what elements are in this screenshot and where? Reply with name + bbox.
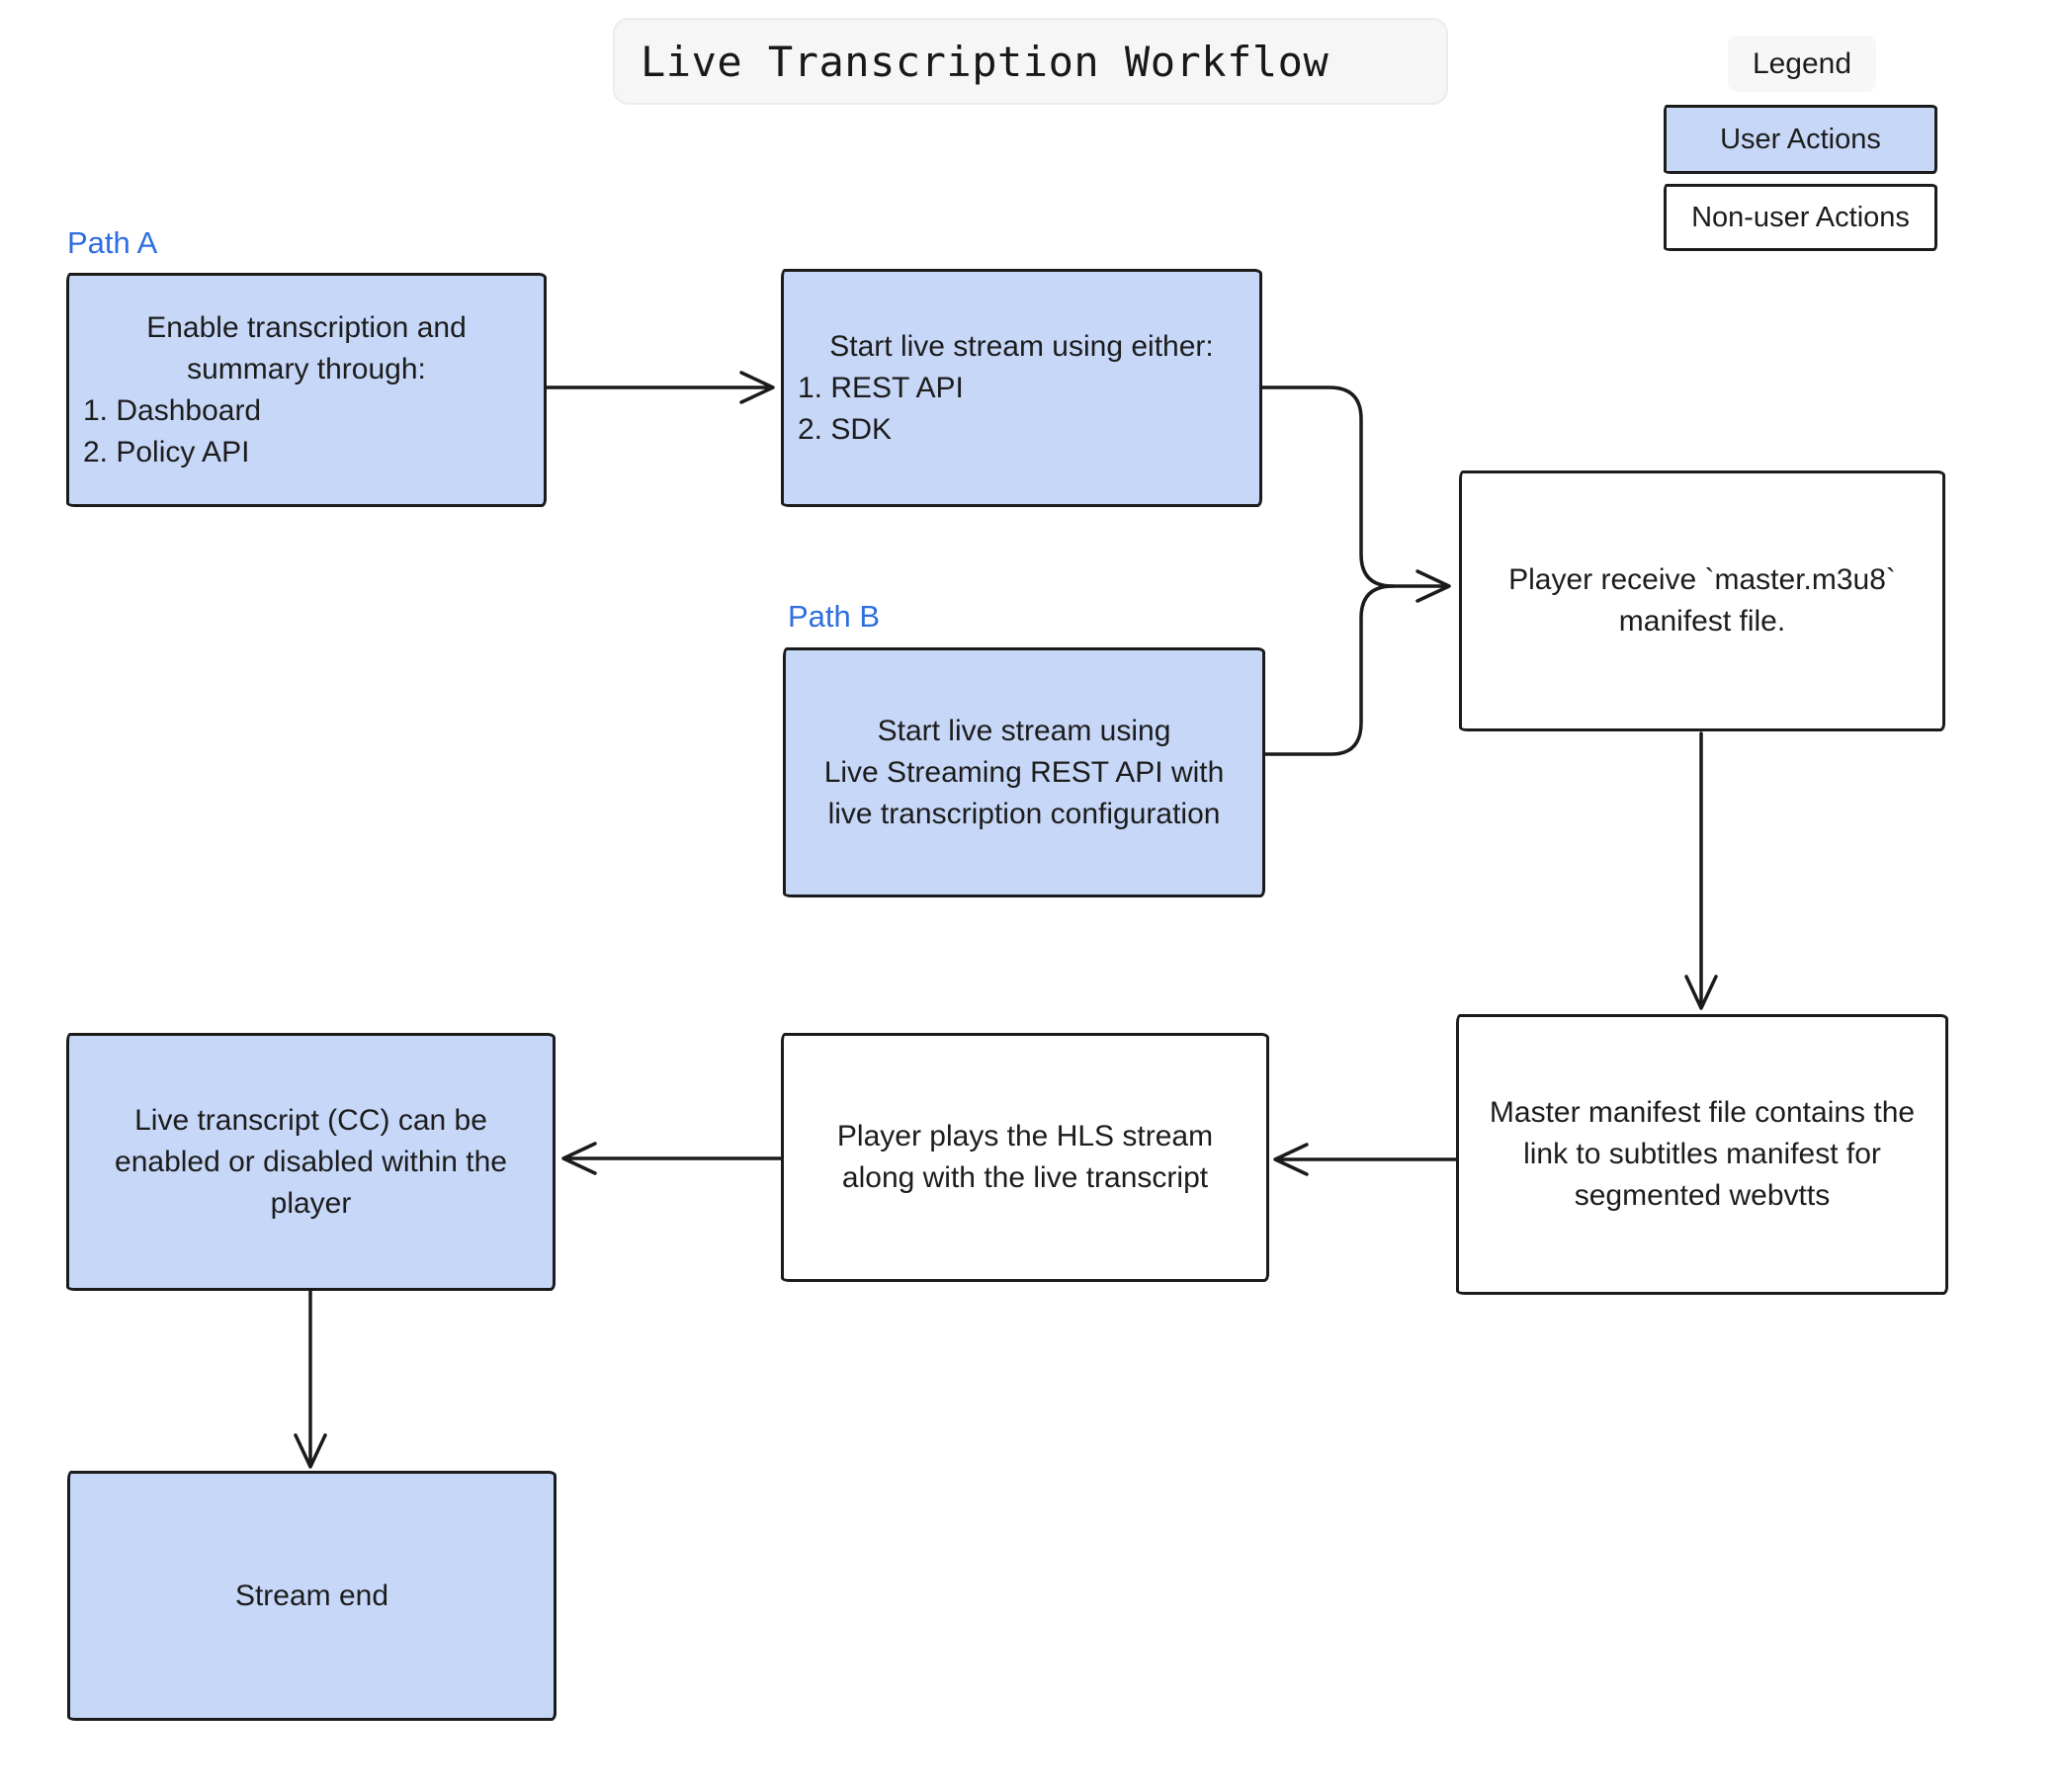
list-item: 2. SDK bbox=[798, 412, 893, 446]
node-stream-end-text: Stream end bbox=[234, 1579, 389, 1612]
legend-item-non-user-actions: Non-user Actions bbox=[1664, 184, 1937, 251]
node-enable-transcription-items: 1. Dashboard 2. Policy API bbox=[69, 390, 544, 473]
node-master-manifest-links: Master manifest file contains the link t… bbox=[1456, 1014, 1948, 1295]
arrow-enable-to-start-either bbox=[545, 371, 775, 404]
legend-title-text: Legend bbox=[1752, 46, 1852, 80]
diagram-title-text: Live Transcription Workflow bbox=[641, 37, 1329, 86]
node-start-stream-rest-api-text: Start live stream using Live Streaming R… bbox=[823, 714, 1225, 830]
legend-item-non-user-actions-label: Non-user Actions bbox=[1691, 201, 1910, 233]
node-cc-toggle-text: Live transcript (CC) can be enabled or d… bbox=[115, 1103, 507, 1220]
diagram-title: Live Transcription Workflow bbox=[613, 18, 1448, 105]
node-stream-end: Stream end bbox=[67, 1471, 557, 1721]
node-player-plays-stream-text: Player plays the HLS stream along with t… bbox=[836, 1120, 1214, 1194]
node-start-stream-either-items: 1. REST API 2. SDK bbox=[784, 368, 1259, 451]
arrow-cc-toggle-to-stream-end bbox=[294, 1289, 327, 1469]
node-cc-toggle: Live transcript (CC) can be enabled or d… bbox=[66, 1033, 556, 1291]
list-item: 2. Policy API bbox=[83, 435, 250, 469]
legend-title: Legend bbox=[1728, 36, 1876, 92]
node-enable-transcription-heading: Enable transcription and summary through… bbox=[146, 310, 467, 385]
list-item: 1. Dashboard bbox=[83, 393, 262, 427]
path-a-label: Path A bbox=[67, 225, 158, 260]
node-master-manifest-links-text: Master manifest file contains the link t… bbox=[1489, 1096, 1916, 1212]
legend-item-user-actions-label: User Actions bbox=[1720, 123, 1881, 155]
list-item: 1. REST API bbox=[798, 371, 964, 404]
arrow-master-manifest-to-player-plays bbox=[1273, 1143, 1458, 1176]
arrow-player-plays-to-cc-toggle bbox=[561, 1142, 783, 1175]
arrow-start-either-to-player-receive bbox=[1260, 385, 1451, 603]
node-start-stream-either-heading: Start live stream using either: bbox=[829, 329, 1214, 363]
path-b-label: Path B bbox=[788, 599, 881, 634]
arrow-player-receive-to-master-manifest bbox=[1684, 731, 1718, 1010]
node-start-stream-either: Start live stream using either: 1. REST … bbox=[781, 269, 1262, 507]
arrow-start-rest-to-player-receive bbox=[1263, 584, 1395, 756]
node-player-receive-manifest: Player receive `master.m3u8` manifest fi… bbox=[1459, 470, 1945, 731]
node-start-stream-rest-api: Start live stream using Live Streaming R… bbox=[783, 647, 1265, 897]
node-enable-transcription: Enable transcription and summary through… bbox=[66, 273, 547, 507]
legend-item-user-actions: User Actions bbox=[1664, 105, 1937, 174]
node-player-receive-manifest-text: Player receive `master.m3u8` manifest fi… bbox=[1508, 563, 1896, 638]
node-player-plays-stream: Player plays the HLS stream along with t… bbox=[781, 1033, 1269, 1282]
